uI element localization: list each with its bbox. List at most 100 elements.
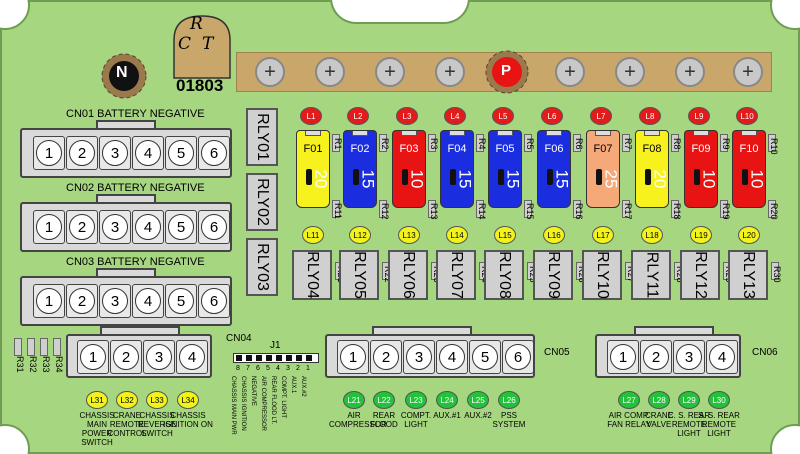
bottom-relay-label: RLY06 bbox=[400, 251, 418, 299]
resistor-label: R20 bbox=[769, 203, 779, 220]
resistor bbox=[428, 134, 436, 152]
j1-title: J1 bbox=[270, 340, 281, 351]
bottom-relay-label: RLY13 bbox=[740, 251, 758, 299]
resistor-label: R9 bbox=[721, 138, 731, 150]
cn02-pin: 4 bbox=[135, 214, 161, 240]
status-led: L34 bbox=[177, 391, 199, 409]
fuse-led-top: L8 bbox=[639, 107, 661, 125]
j1-pin-number: 5 bbox=[266, 365, 270, 372]
bus-screw-plus-icon: + bbox=[675, 57, 705, 87]
fuse-led-top: L3 bbox=[396, 107, 418, 125]
resistor bbox=[476, 134, 484, 152]
cn01-title: CN01 BATTERY NEGATIVE bbox=[66, 108, 205, 120]
cn04-title: CN04 bbox=[226, 333, 252, 344]
status-led-label: C. S. REAR REMOTE LIGHT bbox=[667, 411, 711, 438]
resistor bbox=[40, 338, 48, 356]
side-relay: RLY01 bbox=[246, 108, 278, 166]
cn05-pin: 4 bbox=[439, 344, 465, 370]
cn05-pin: 6 bbox=[505, 344, 531, 370]
fuse-amp: 15 bbox=[552, 169, 571, 189]
negative-terminal-gear bbox=[101, 53, 147, 99]
resistor-label: R6 bbox=[574, 138, 584, 150]
status-led-label: AUX.#2 bbox=[464, 411, 492, 420]
logo-letter-t: T bbox=[202, 34, 214, 54]
fuse-slot bbox=[694, 169, 700, 185]
j1-pin-label: AIR COMPRESSOR bbox=[260, 376, 266, 432]
status-led: L21 bbox=[343, 391, 365, 409]
resistor-label: R16 bbox=[574, 203, 584, 220]
status-led-label: CHASSIS IGNITION ON bbox=[163, 411, 213, 429]
resistor bbox=[379, 134, 387, 152]
fuse-cap bbox=[644, 131, 660, 136]
bottom-relay: RLY12 bbox=[680, 250, 720, 300]
fuse-led-top: L7 bbox=[590, 107, 612, 125]
status-led: L30 bbox=[708, 391, 730, 409]
resistor-label: R1 bbox=[333, 138, 343, 150]
j1-pin bbox=[286, 355, 292, 361]
fuse-led-top: L4 bbox=[444, 107, 466, 125]
fuse-slot bbox=[596, 169, 602, 185]
fuse-amp: 15 bbox=[455, 169, 474, 189]
bus-screw-plus-icon: + bbox=[435, 57, 465, 87]
cn05-title: CN05 bbox=[544, 347, 570, 358]
resistor-label: R19 bbox=[721, 203, 731, 220]
fuse-cap bbox=[595, 131, 611, 136]
j1-pin bbox=[276, 355, 282, 361]
j1-pin bbox=[306, 355, 312, 361]
resistor bbox=[622, 134, 630, 152]
cn06-pin: 3 bbox=[676, 344, 702, 370]
side-relay-label: RLY03 bbox=[254, 243, 272, 291]
fuse-amp: 15 bbox=[358, 169, 377, 189]
resistor-label: R34 bbox=[54, 356, 64, 373]
resistor-label: R3 bbox=[429, 138, 439, 150]
cn01-pin: 5 bbox=[168, 140, 194, 166]
fuse-led-top: L10 bbox=[736, 107, 758, 125]
bottom-relay-label: RLY04 bbox=[304, 251, 322, 299]
status-led: L32 bbox=[116, 391, 138, 409]
bottom-relay: RLY13 bbox=[728, 250, 768, 300]
status-led-label: CRANE VALVE bbox=[644, 411, 673, 429]
bus-screw-plus-icon: + bbox=[375, 57, 405, 87]
status-led-label: S. S. REAR REMOTE LIGHT bbox=[698, 411, 740, 438]
bottom-relay-label: RLY10 bbox=[594, 251, 612, 299]
status-led: L28 bbox=[648, 391, 670, 409]
fuse-cap bbox=[741, 131, 757, 136]
fuse-cap bbox=[352, 131, 368, 136]
fuse-amp: 15 bbox=[503, 169, 522, 189]
resistor-label: R4 bbox=[477, 138, 487, 150]
resistor bbox=[53, 338, 61, 356]
bottom-relay: RLY11 bbox=[631, 250, 671, 300]
cn01-pin: 4 bbox=[135, 140, 161, 166]
rct-logo bbox=[173, 15, 231, 79]
cn01-latch bbox=[96, 120, 156, 130]
cn01-pin: 6 bbox=[201, 140, 227, 166]
fuse-amp: 20 bbox=[650, 169, 669, 189]
j1-pin-label: CHASSIS IGNITION bbox=[240, 376, 246, 431]
j1-pin-number: 2 bbox=[296, 365, 300, 372]
cn02-latch bbox=[96, 194, 156, 204]
fuse-amp: 10 bbox=[747, 169, 766, 189]
resistor bbox=[476, 200, 484, 218]
fuse-amp: 10 bbox=[699, 169, 718, 189]
bus-screw-plus-icon: + bbox=[555, 57, 585, 87]
fuse-led-top: L1 bbox=[300, 107, 322, 125]
resistor-label: R11 bbox=[333, 203, 343, 219]
cn02-pin: 1 bbox=[36, 214, 62, 240]
status-led-label: AIR COMP. FAN RELAY bbox=[607, 411, 651, 429]
cn03-pin: 5 bbox=[168, 288, 194, 314]
bottom-relay-label: RLY05 bbox=[351, 251, 369, 299]
resistor bbox=[428, 200, 436, 218]
fuse-led-bottom: L11 bbox=[302, 226, 324, 244]
logo-letter-c: C bbox=[178, 34, 192, 54]
cn06-pin: 2 bbox=[643, 344, 669, 370]
j1-pin-label: CHASSIS MAIN PWR bbox=[230, 376, 236, 435]
resistor bbox=[768, 134, 776, 152]
fuse-cap bbox=[305, 131, 321, 136]
bottom-relay: RLY10 bbox=[582, 250, 622, 300]
status-led: L27 bbox=[618, 391, 640, 409]
